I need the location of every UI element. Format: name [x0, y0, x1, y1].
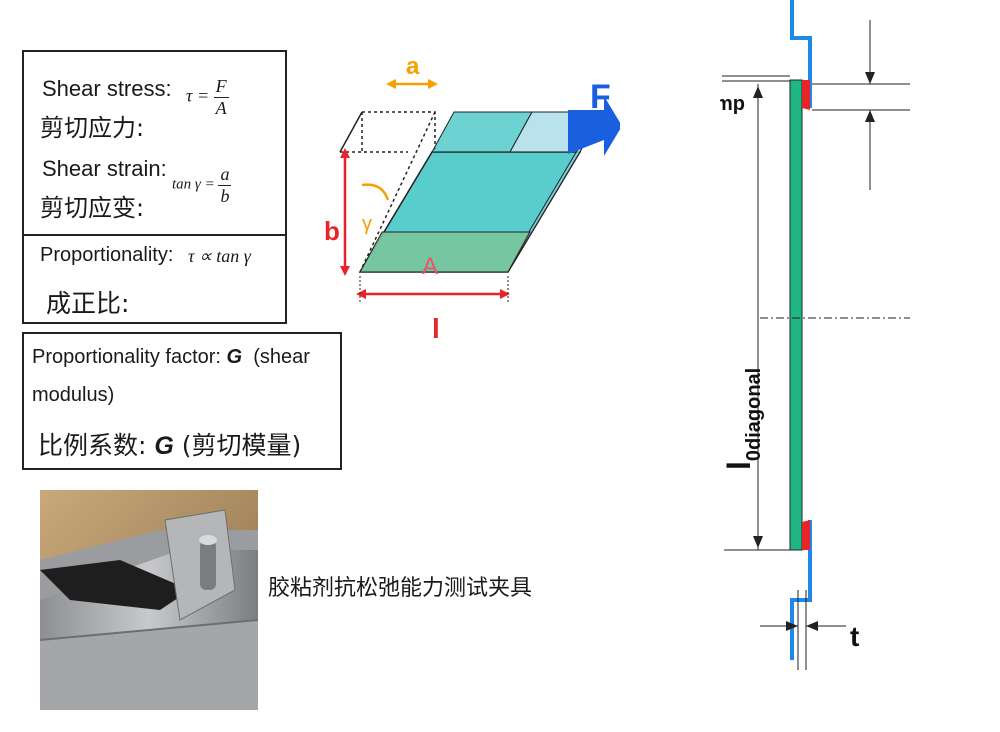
- dimension-a: [386, 79, 438, 89]
- force-arrow: [568, 96, 620, 156]
- fixture-photo: [40, 490, 258, 710]
- l-diagonal-label: l0diagonal: [721, 368, 765, 470]
- svg-text:l0diagonal: l0diagonal: [721, 368, 765, 470]
- shear-stress-label: Shear stress:: [42, 76, 172, 101]
- factor-line2: modulus): [32, 384, 115, 406]
- factor-box: Proportionality factor: G (shear modulus…: [22, 332, 342, 470]
- label-A: A: [422, 253, 438, 280]
- label-b: b: [324, 216, 340, 246]
- shear-strain-cn: 剪切应变:: [40, 194, 145, 222]
- t-label: t: [850, 621, 859, 652]
- dimension-l: [356, 289, 510, 299]
- block-bottom-face: [359, 231, 531, 273]
- delta-l-label: Δlx,Temp: [720, 71, 745, 115]
- dimension-lines: [722, 20, 910, 670]
- proportionality-box: Proportionality: τ ∝ tan γ 成正比:: [22, 234, 287, 324]
- proportionality-label: Proportionality:: [40, 244, 174, 266]
- top-fillet: [802, 80, 810, 110]
- lap-joint-diagram: Δlx,Temp l0diagonal t: [720, 0, 910, 670]
- dimension-b: [340, 148, 350, 276]
- factor-G: G: [226, 346, 243, 368]
- photo-caption: 胶粘剂抗松弛能力测试夹具: [268, 576, 533, 601]
- bottom-fillet: [802, 520, 810, 550]
- original-block-outline: [359, 111, 436, 273]
- proportionality-cn: 成正比:: [46, 289, 130, 318]
- shear-stress-cn: 剪切应力:: [40, 114, 145, 142]
- gamma-arc: [361, 183, 390, 201]
- bottom-adherend: [790, 520, 812, 660]
- label-a: a: [406, 53, 420, 80]
- factor-cn: 比例系数: G (剪切模量): [38, 431, 302, 460]
- label-F: F: [590, 78, 611, 116]
- top-adherend: [790, 0, 812, 108]
- proportionality-formula: τ ∝ tan γ: [188, 246, 251, 266]
- factor-line1: Proportionality factor: G (shear: [32, 346, 310, 368]
- shear-cube-diagram: a b γ A l F: [324, 53, 620, 340]
- label-gamma: γ: [362, 213, 372, 235]
- label-l: l: [432, 313, 440, 340]
- green-plate: [789, 79, 803, 551]
- shear-strain-label: Shear strain:: [42, 156, 167, 181]
